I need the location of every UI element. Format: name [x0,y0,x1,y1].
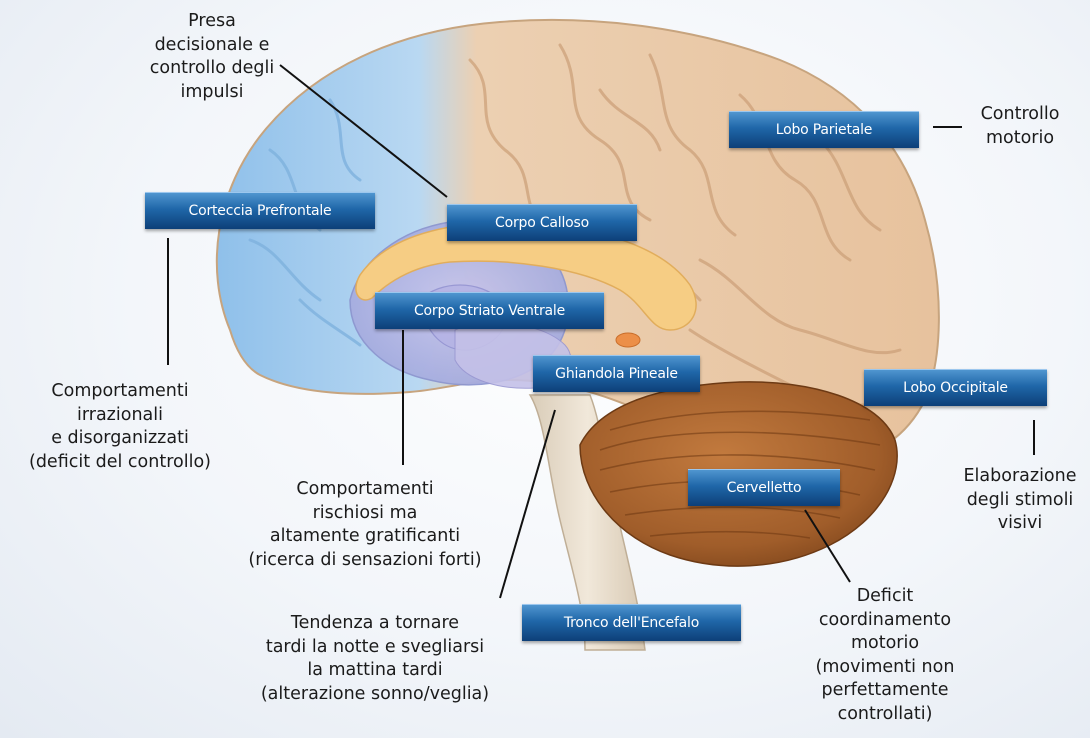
label-ghiandola-pineale: Ghiandola Pineale [533,355,700,392]
caption-controllo-motorio: Controllo motorio [960,103,1080,150]
caption-tendenza-tornare: Tendenza a tornare tardi la notte e sveg… [230,612,520,706]
label-corpo-striato-ventrale: Corpo Striato Ventrale [375,292,604,329]
label-corteccia-prefrontale: Corteccia Prefrontale [145,192,375,229]
caption-presa-decisionale: Presa decisionale e controllo degli impu… [112,10,312,104]
caption-deficit-coordinamento: Deficit coordinamento motorio (movimenti… [800,585,970,726]
label-cervelletto: Cervelletto [688,469,840,506]
label-corpo-calloso: Corpo Calloso [447,204,637,241]
pineal-shape [616,333,640,347]
caption-comportamenti-rischiosi: Comportamenti rischiosi ma altamente gra… [230,478,500,572]
caption-elaborazione-stimoli: Elaborazione degli stimoli visivi [955,465,1085,536]
label-lobo-parietale: Lobo Parietale [729,111,919,148]
label-lobo-occipitale: Lobo Occipitale [864,369,1047,406]
label-tronco-encefalo: Tronco dell'Encefalo [522,604,741,641]
caption-comportamenti-irrazionali: Comportamenti irrazionali e disorganizza… [5,380,235,474]
